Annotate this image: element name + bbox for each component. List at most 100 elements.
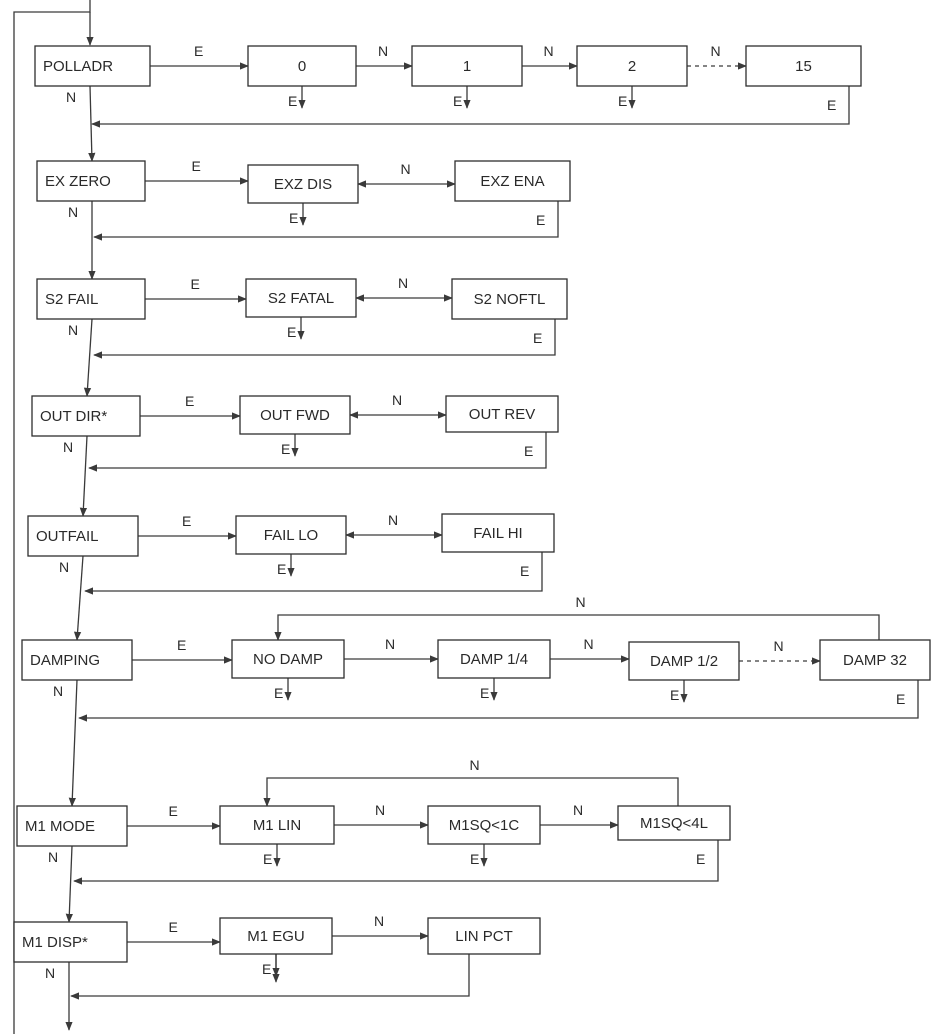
option-m1disp-0-label: M1 EGU: [247, 928, 305, 945]
option-m1mode-1: M1SQ<1C: [427, 805, 541, 845]
option-outfail-0: FAIL LO: [235, 515, 347, 555]
edge-m1mode-loop: [263, 777, 679, 807]
option-polladr-3: 15: [745, 45, 862, 87]
label-s2fail-return: E: [533, 330, 542, 346]
label-damping-confirm-0: E: [274, 685, 283, 701]
label-damping-enter: E: [177, 637, 186, 653]
label-damping-next-0: N: [385, 636, 395, 652]
option-damping-0: NO DAMP: [231, 639, 345, 679]
param-outfail-label: OUTFAIL: [36, 528, 99, 545]
edge-polladr-down: [88, 85, 96, 162]
option-damping-1: DAMP 1/4: [437, 639, 551, 679]
option-exzero-0-label: EXZ DIS: [274, 176, 332, 193]
label-damping-return: E: [896, 691, 905, 707]
option-outdir-1-label: OUT REV: [469, 406, 535, 423]
option-outdir-0-label: OUT FWD: [260, 407, 330, 424]
label-outdir-down: N: [63, 439, 73, 455]
edge-outdir-return: [88, 432, 547, 472]
edge-m1mode-return: [73, 840, 719, 885]
option-polladr-0-label: 0: [298, 58, 306, 75]
option-polladr-2: 2: [576, 45, 688, 87]
param-m1mode: M1 MODE: [16, 805, 128, 847]
edge-outfail-return: [84, 552, 543, 595]
label-polladr-confirm-1: E: [453, 93, 462, 109]
option-polladr-1-label: 1: [463, 58, 471, 75]
option-polladr-2-label: 2: [628, 58, 636, 75]
label-outfail-down: N: [59, 559, 69, 575]
param-outfail: OUTFAIL: [27, 515, 139, 557]
edge-polladr-return: [91, 86, 850, 128]
label-polladr-next-1: N: [544, 43, 554, 59]
option-s2fail-0-label: S2 FATAL: [268, 290, 334, 307]
label-polladr-confirm-2: E: [618, 93, 627, 109]
param-m1mode-label: M1 MODE: [25, 818, 95, 835]
label-m1disp-enter: E: [169, 919, 178, 935]
option-exzero-0: EXZ DIS: [247, 164, 359, 204]
edge-s2fail-return: [93, 319, 556, 359]
label-s2fail-confirm-0: E: [287, 324, 296, 340]
option-m1mode-0-label: M1 LIN: [253, 817, 301, 834]
label-damping-next-2: N: [774, 638, 784, 654]
option-exzero-1-label: EXZ ENA: [480, 173, 544, 190]
label-outfail-confirm-0: E: [277, 561, 286, 577]
entry-line: [13, 0, 91, 1034]
option-outfail-0-label: FAIL LO: [264, 527, 318, 544]
edge-damping-loop: [274, 614, 880, 641]
label-s2fail-enter: E: [191, 276, 200, 292]
label-m1mode-enter: E: [169, 803, 178, 819]
label-m1mode-next-1: N: [573, 802, 583, 818]
option-m1mode-1-label: M1SQ<1C: [449, 817, 520, 834]
label-exzero-down: N: [68, 204, 78, 220]
param-polladr-label: POLLADR: [43, 58, 113, 75]
option-m1disp-1-label: LIN PCT: [455, 928, 513, 945]
label-m1disp-down: N: [45, 965, 55, 981]
param-polladr: POLLADR: [34, 45, 151, 87]
option-damping-3: DAMP 32: [819, 639, 931, 681]
option-damping-1-label: DAMP 1/4: [460, 651, 528, 668]
label-polladr-return: E: [827, 97, 836, 113]
label-outfail-return: E: [520, 563, 529, 579]
label-outfail-enter: E: [182, 513, 191, 529]
edge-s2fail-down: [83, 318, 93, 397]
option-polladr-1: 1: [411, 45, 523, 87]
label-m1mode-confirm-0: E: [263, 851, 272, 867]
edge-damping-return: [78, 680, 919, 722]
label-s2fail-next-0: N: [398, 275, 408, 291]
param-s2fail-label: S2 FAIL: [45, 291, 98, 308]
option-outfail-1-label: FAIL HI: [473, 525, 522, 542]
label-m1mode-return: E: [696, 851, 705, 867]
edge-damping-down: [68, 679, 78, 807]
label-exzero-enter: E: [192, 158, 201, 174]
option-outdir-1: OUT REV: [445, 395, 559, 433]
option-m1disp-1: LIN PCT: [427, 917, 541, 955]
edge-outdir-down: [79, 435, 88, 517]
label-damping-down: N: [53, 683, 63, 699]
label-m1mode-loop: N: [470, 757, 480, 773]
option-s2fail-1: S2 NOFTL: [451, 278, 568, 320]
option-polladr-0: 0: [247, 45, 357, 87]
option-polladr-3-label: 15: [795, 58, 812, 75]
label-m1mode-down: N: [48, 849, 58, 865]
param-damping: DAMPING: [21, 639, 133, 681]
option-m1mode-2-label: M1SQ<4L: [640, 815, 708, 832]
param-exzero-label: EX ZERO: [45, 173, 111, 190]
param-outdir-label: OUT DIR*: [40, 408, 107, 425]
param-outdir: OUT DIR*: [31, 395, 141, 437]
param-m1disp: M1 DISP*: [13, 921, 128, 963]
label-damping-confirm-2: E: [670, 687, 679, 703]
label-exzero-return: E: [536, 212, 545, 228]
label-damping-confirm-1: E: [480, 685, 489, 701]
option-damping-2-label: DAMP 1/2: [650, 653, 718, 670]
option-m1disp-0: M1 EGU: [219, 917, 333, 955]
param-damping-label: DAMPING: [30, 652, 100, 669]
label-m1disp-next-0: N: [374, 913, 384, 929]
label-damping-next-1: N: [584, 636, 594, 652]
param-exzero: EX ZERO: [36, 160, 146, 202]
label-outfail-next-0: N: [388, 512, 398, 528]
label-polladr-confirm-0: E: [288, 93, 297, 109]
label-exzero-confirm-0: E: [289, 210, 298, 226]
label-polladr-next-0: N: [378, 43, 388, 59]
label-outdir-next-0: N: [392, 392, 402, 408]
label-polladr-down: N: [66, 89, 76, 105]
edge-m1mode-down: [65, 845, 73, 923]
